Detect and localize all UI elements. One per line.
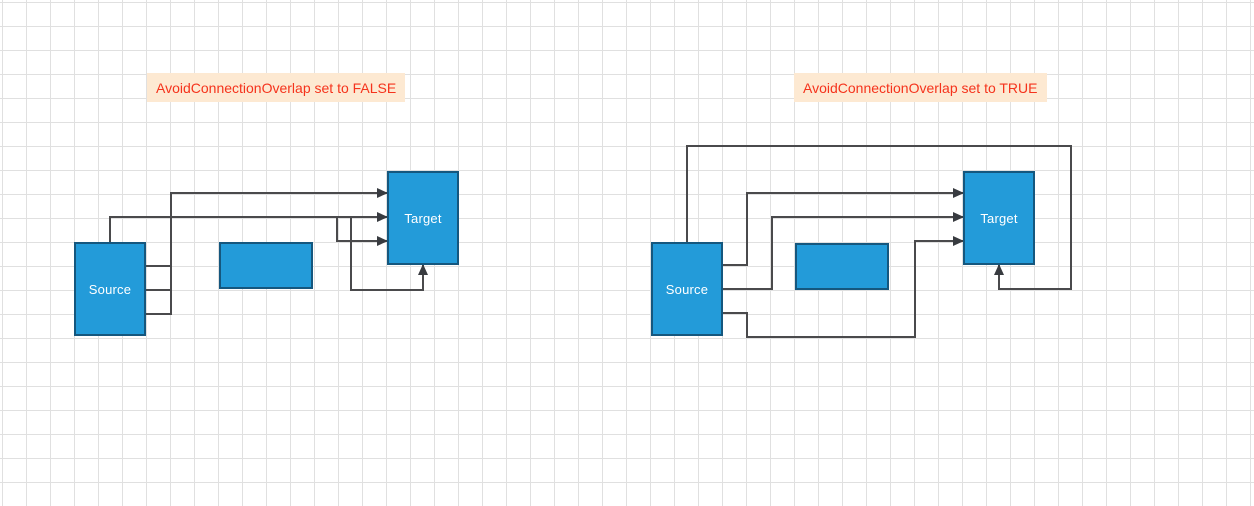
connector[interactable] [723, 188, 964, 266]
middle-node[interactable] [219, 242, 313, 289]
connector[interactable] [109, 212, 388, 242]
source-node[interactable]: Source [74, 242, 146, 336]
middle-node[interactable] [795, 243, 889, 290]
connector[interactable] [146, 216, 428, 315]
source-node-label: Source [665, 281, 709, 297]
target-node-label: Target [404, 210, 442, 226]
connector[interactable] [723, 212, 964, 290]
connector[interactable] [723, 236, 964, 338]
annotation-label[interactable]: AvoidConnectionOverlap set to FALSE [147, 73, 406, 102]
target-node[interactable]: Target [387, 171, 459, 265]
source-node-label: Source [88, 281, 132, 297]
connector[interactable] [686, 145, 1072, 290]
annotation-label[interactable]: AvoidConnectionOverlap set to TRUE [794, 73, 1047, 102]
source-node[interactable]: Source [651, 242, 723, 336]
target-node[interactable]: Target [963, 171, 1035, 265]
target-node-label: Target [980, 210, 1018, 226]
